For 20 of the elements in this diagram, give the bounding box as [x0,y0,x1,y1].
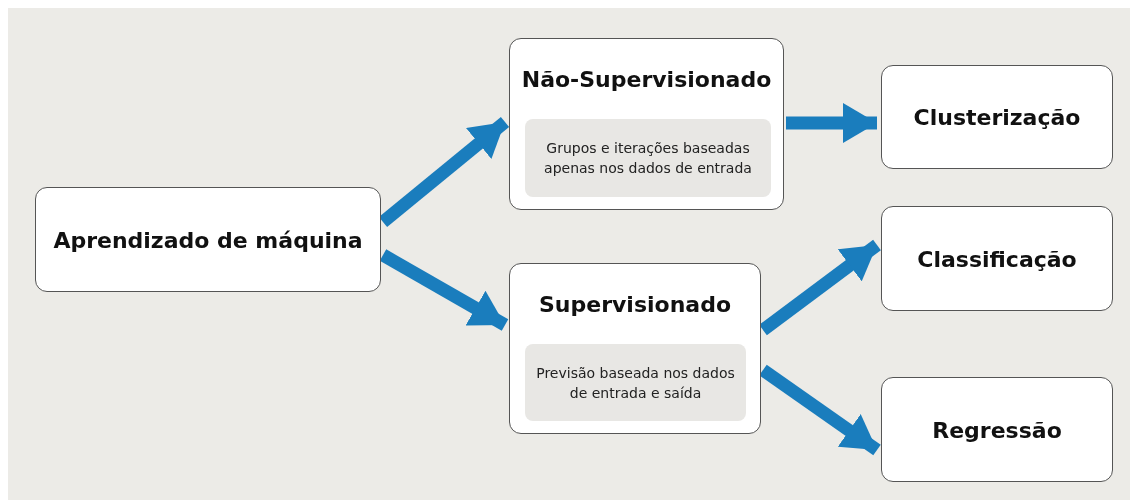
label-text: Regressão [932,417,1062,442]
arrow [786,103,877,143]
label-text: Aprendizado de máquina [53,227,363,252]
description-panel [525,119,771,197]
arrow [759,239,881,336]
process-box [881,65,1113,169]
process-box [35,187,381,292]
heading-text: Supervisionado [539,292,731,317]
description-text: Previsão baseada nos dados de entrada e saída [535,363,736,403]
description-text: Grupos e iterações baseadas apenas nos dados de entrada [543,139,753,178]
heading-text: Não-Supervisionado [521,67,772,92]
arrow [379,249,509,331]
process-box [881,206,1113,311]
description-panel [525,344,746,421]
process-box [881,377,1113,482]
label-text: Classificação [917,246,1077,271]
process-box [509,263,761,434]
process-box [509,38,784,210]
arrow [759,364,881,456]
label-text: Clusterização [913,104,1081,130]
